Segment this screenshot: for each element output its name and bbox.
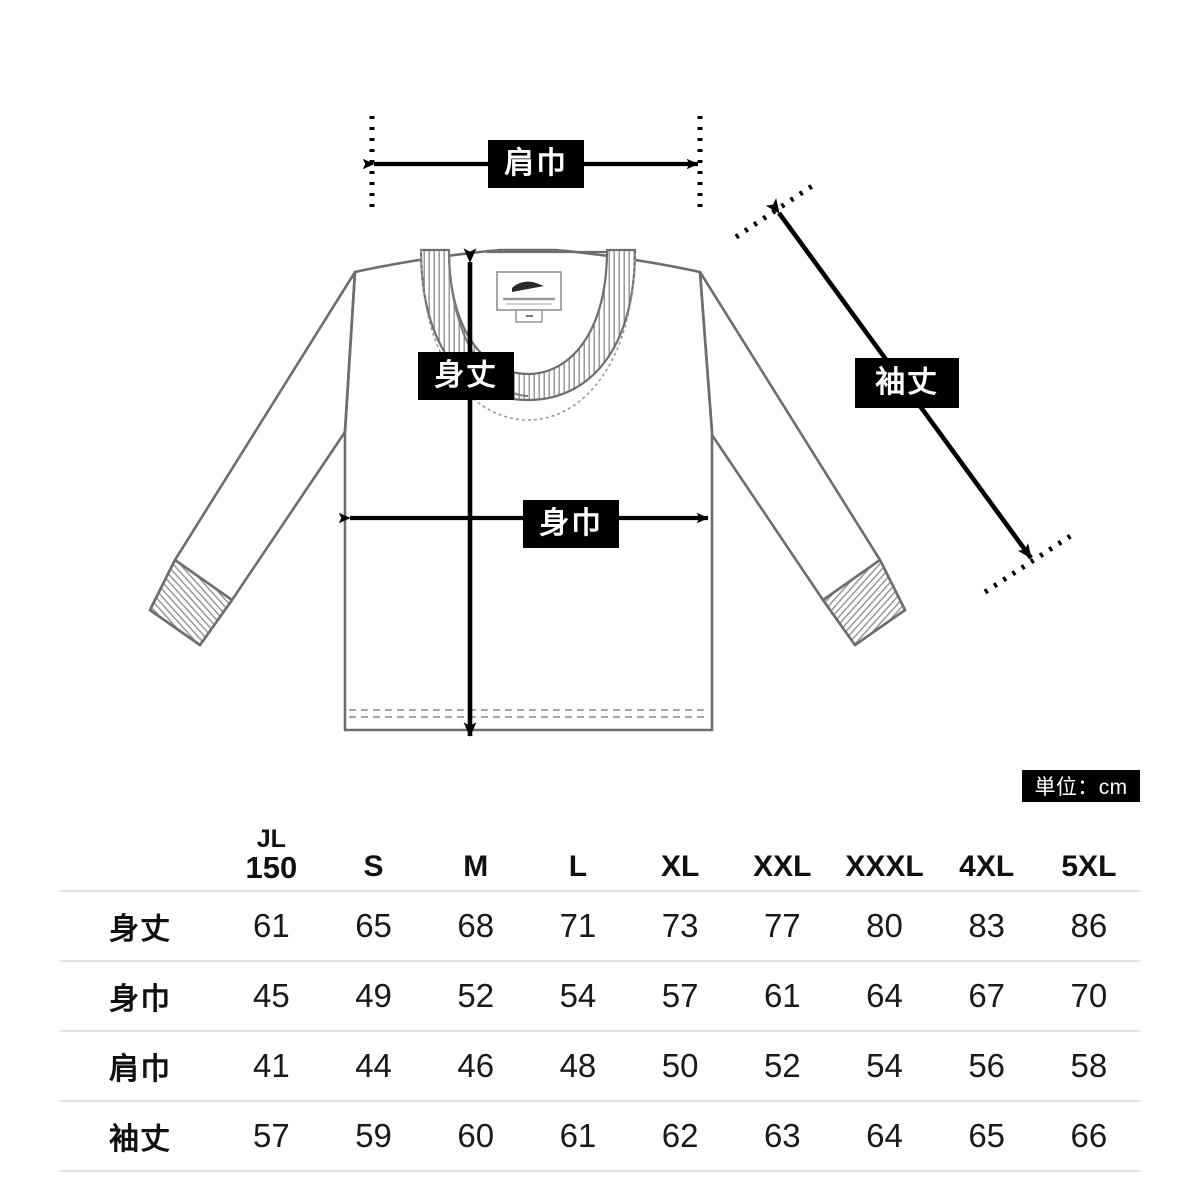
measurement-cell: 41 bbox=[253, 1047, 290, 1084]
measurement-cell: 61 bbox=[763, 977, 801, 1014]
measurement-cell: 65 bbox=[968, 1117, 1006, 1154]
column-header-S: S bbox=[363, 850, 384, 883]
measurement-cell: 48 bbox=[559, 1047, 597, 1084]
cuff-left bbox=[148, 558, 234, 647]
table-row: 身丈 61 65 68 71 73 77 80 83 86 bbox=[60, 891, 1140, 961]
measurement-cell: 80 bbox=[866, 907, 903, 944]
measurement-cell: 49 bbox=[355, 977, 392, 1014]
measurement-cell: 71 bbox=[559, 907, 597, 944]
row-header-3: 袖丈 bbox=[108, 1123, 172, 1156]
unit-badge: 単位：cm bbox=[1022, 770, 1140, 802]
measurement-cell: 70 bbox=[1070, 977, 1108, 1014]
row-header-2: 肩巾 bbox=[108, 1053, 172, 1086]
measurement-cell: 58 bbox=[1070, 1047, 1108, 1084]
table-row: 肩巾 41 44 46 48 50 52 54 56 58 bbox=[60, 1031, 1140, 1101]
measurement-cell: 64 bbox=[866, 977, 903, 1014]
label-body-length: 身丈 bbox=[418, 352, 514, 400]
measurement-cell: 73 bbox=[661, 907, 699, 944]
column-header-XL: XL bbox=[660, 850, 700, 883]
measurement-cell: 54 bbox=[866, 1047, 903, 1084]
measurement-cell: 50 bbox=[661, 1047, 699, 1084]
measurement-cell: 54 bbox=[559, 977, 597, 1014]
measurement-cell: 52 bbox=[457, 977, 495, 1014]
label-shoulder-width: 肩巾 bbox=[488, 140, 584, 188]
label-sleeve-length: 袖丈 bbox=[855, 358, 959, 408]
measurement-cell: 57 bbox=[253, 1117, 290, 1154]
table-body: 身丈 61 65 68 71 73 77 80 83 86 身巾 45 49 52 54 57 61 64 67 70… bbox=[60, 891, 1140, 1171]
table-row: 袖丈 57 59 60 61 62 63 64 65 66 bbox=[60, 1101, 1140, 1171]
measurement-cell: 83 bbox=[968, 907, 1006, 944]
measurement-cell: 45 bbox=[253, 977, 290, 1014]
neck-tag bbox=[496, 271, 562, 323]
table-row: 身巾 45 49 52 54 57 61 64 67 70 bbox=[60, 961, 1140, 1031]
column-header-4XL: 4XL bbox=[959, 850, 1015, 883]
measurement-cell: 62 bbox=[661, 1117, 699, 1154]
measurement-cell: 57 bbox=[661, 977, 699, 1014]
label-body-width: 身巾 bbox=[523, 500, 619, 548]
column-header-5XL: 5XL bbox=[1061, 850, 1117, 883]
row-header-0: 身丈 bbox=[108, 913, 172, 946]
measurement-cell: 44 bbox=[355, 1047, 392, 1084]
measurement-cell: 46 bbox=[457, 1047, 495, 1084]
measurement-cell: 68 bbox=[457, 907, 495, 944]
measurement-cell: 66 bbox=[1070, 1117, 1108, 1154]
measurement-cell: 67 bbox=[968, 977, 1006, 1014]
garment-diagram bbox=[148, 116, 1074, 737]
column-header-main: 150 bbox=[245, 850, 298, 886]
measurement-cell: 77 bbox=[763, 907, 801, 944]
column-header-XXL: XXL bbox=[753, 850, 812, 883]
column-header-sub: JL bbox=[256, 824, 286, 853]
shoulder-width-guides bbox=[369, 116, 703, 212]
measurement-cell: 63 bbox=[763, 1117, 801, 1154]
measurement-cell: 60 bbox=[457, 1117, 495, 1154]
column-header-L: L bbox=[568, 850, 588, 883]
measurement-cell: 86 bbox=[1070, 907, 1108, 944]
measurement-cell: 61 bbox=[253, 907, 290, 944]
column-header-M: M bbox=[463, 850, 489, 883]
row-header-1: 身巾 bbox=[108, 983, 172, 1016]
measurement-cell: 56 bbox=[968, 1047, 1006, 1084]
measurement-cell: 65 bbox=[355, 907, 392, 944]
measurement-cell: 52 bbox=[763, 1047, 801, 1084]
measurement-cell: 61 bbox=[559, 1117, 597, 1154]
measurement-cell: 59 bbox=[355, 1117, 392, 1154]
corner-cell bbox=[60, 812, 220, 891]
column-header-XXXL: XXXL bbox=[845, 850, 924, 883]
cuff-right bbox=[821, 558, 907, 647]
measurement-cell: 64 bbox=[866, 1117, 903, 1154]
